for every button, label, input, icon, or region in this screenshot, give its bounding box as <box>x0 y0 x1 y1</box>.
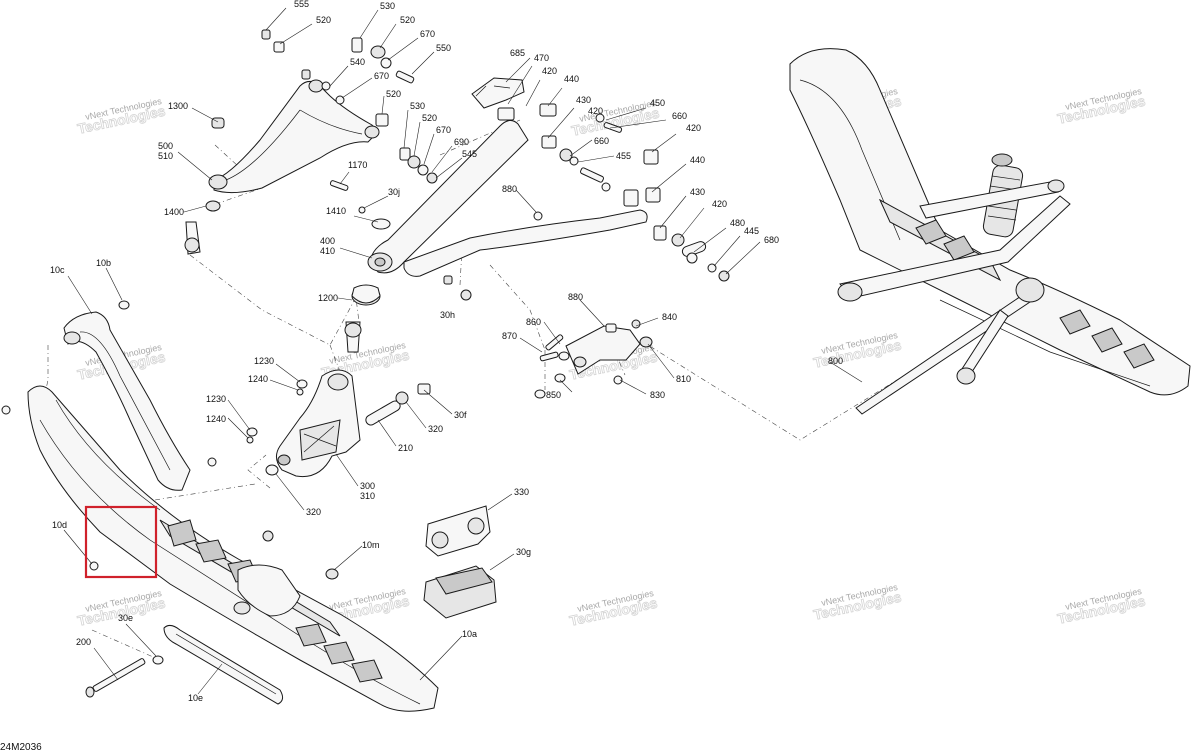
part-label-10m: 10m <box>362 540 380 550</box>
assembled-view <box>789 48 1191 415</box>
part-label-680: 680 <box>764 235 779 245</box>
part-label-685: 685 <box>510 48 525 58</box>
part-label-1230: 1230 <box>254 356 274 366</box>
upper-arm-hardware <box>261 29 438 230</box>
part-label-500: 500 <box>158 141 173 151</box>
part-label-1400: 1400 <box>164 207 184 217</box>
part-label-420: 420 <box>542 66 557 76</box>
ski-assembly <box>1 300 439 712</box>
part-label-540: 540 <box>350 57 365 67</box>
part-label-1240: 1240 <box>248 374 268 384</box>
part-label-430: 430 <box>690 187 705 197</box>
part-label-530: 530 <box>410 101 425 111</box>
part-label-860: 860 <box>526 317 541 327</box>
part-label-470: 470 <box>534 53 549 63</box>
part-label-1410: 1410 <box>326 206 346 216</box>
leader-lines <box>63 7 863 695</box>
part-label-445: 445 <box>744 226 759 236</box>
part-label-520: 520 <box>386 89 401 99</box>
part-label-880: 880 <box>568 292 583 302</box>
part-label-420: 420 <box>588 106 603 116</box>
part-label-330: 330 <box>514 487 529 497</box>
part-label-1240: 1240 <box>206 414 226 424</box>
part-label-1170: 1170 <box>348 160 367 170</box>
part-label-550: 550 <box>436 43 451 53</box>
part-label-830: 830 <box>650 390 665 400</box>
part-label-210: 210 <box>398 443 413 453</box>
part-label-420: 420 <box>686 123 701 133</box>
part-label-455: 455 <box>616 151 631 161</box>
part-label-690: 690 <box>454 137 469 147</box>
part-label-545: 545 <box>462 149 477 159</box>
part-label-850: 850 <box>546 390 561 400</box>
part-label-660: 660 <box>672 111 687 121</box>
part-label-1230: 1230 <box>206 394 226 404</box>
part-label-1200: 1200 <box>318 293 338 303</box>
part-number-labels: 5555205305206705505406705205305206706905… <box>50 0 843 703</box>
part-label-1300: 1300 <box>168 101 188 111</box>
part-label-440: 440 <box>690 155 705 165</box>
part-label-300: 300 <box>360 481 375 491</box>
part-label-200: 200 <box>76 637 91 647</box>
part-label-30h: 30h <box>440 310 455 320</box>
part-label-660: 660 <box>594 136 609 146</box>
part-label-670: 670 <box>420 29 435 39</box>
part-label-510: 510 <box>158 151 173 161</box>
selected-part-box <box>84 505 158 579</box>
part-label-480: 480 <box>730 218 745 228</box>
part-label-520: 520 <box>422 113 437 123</box>
part-label-555: 555 <box>294 0 309 9</box>
part-label-400: 400 <box>320 236 335 246</box>
part-label-440: 440 <box>564 74 579 84</box>
assembled-ski-ribs <box>915 219 1155 369</box>
bracket-685 <box>471 77 730 282</box>
part-label-430: 430 <box>576 95 591 105</box>
part-label-10c: 10c <box>50 265 65 275</box>
part-label-320: 320 <box>306 507 321 517</box>
part-label-30f: 30f <box>454 410 467 420</box>
ball-joint-1200 <box>344 284 381 353</box>
part-label-520: 520 <box>400 15 415 25</box>
steering-arm <box>534 319 653 399</box>
part-label-870: 870 <box>502 331 517 341</box>
lower-a-arm <box>367 103 661 301</box>
bumper-and-pad <box>423 505 497 619</box>
part-label-10e: 10e <box>188 693 203 703</box>
ski-ribs <box>167 519 383 683</box>
part-label-30g: 30g <box>516 547 531 557</box>
part-label-30e: 30e <box>118 613 133 623</box>
part-label-10b: 10b <box>96 258 111 268</box>
part-label-810: 810 <box>676 374 691 384</box>
part-label-670: 670 <box>374 71 389 81</box>
part-label-310: 310 <box>360 491 375 501</box>
part-label-30j: 30j <box>388 187 400 197</box>
part-label-10d: 10d <box>52 520 67 530</box>
part-label-530: 530 <box>380 1 395 11</box>
part-label-320: 320 <box>428 424 443 434</box>
spindle <box>246 369 431 478</box>
part-label-10a: 10a <box>462 629 477 639</box>
part-label-520: 520 <box>316 15 331 25</box>
diagram-code: 24M2036 <box>0 742 42 753</box>
part-label-410: 410 <box>320 246 335 256</box>
part-label-880: 880 <box>502 184 517 194</box>
part-label-670: 670 <box>436 125 451 135</box>
part-label-420: 420 <box>712 199 727 209</box>
part-label-450: 450 <box>650 98 665 108</box>
part-label-800: 800 <box>828 356 843 366</box>
part-label-840: 840 <box>662 312 677 322</box>
